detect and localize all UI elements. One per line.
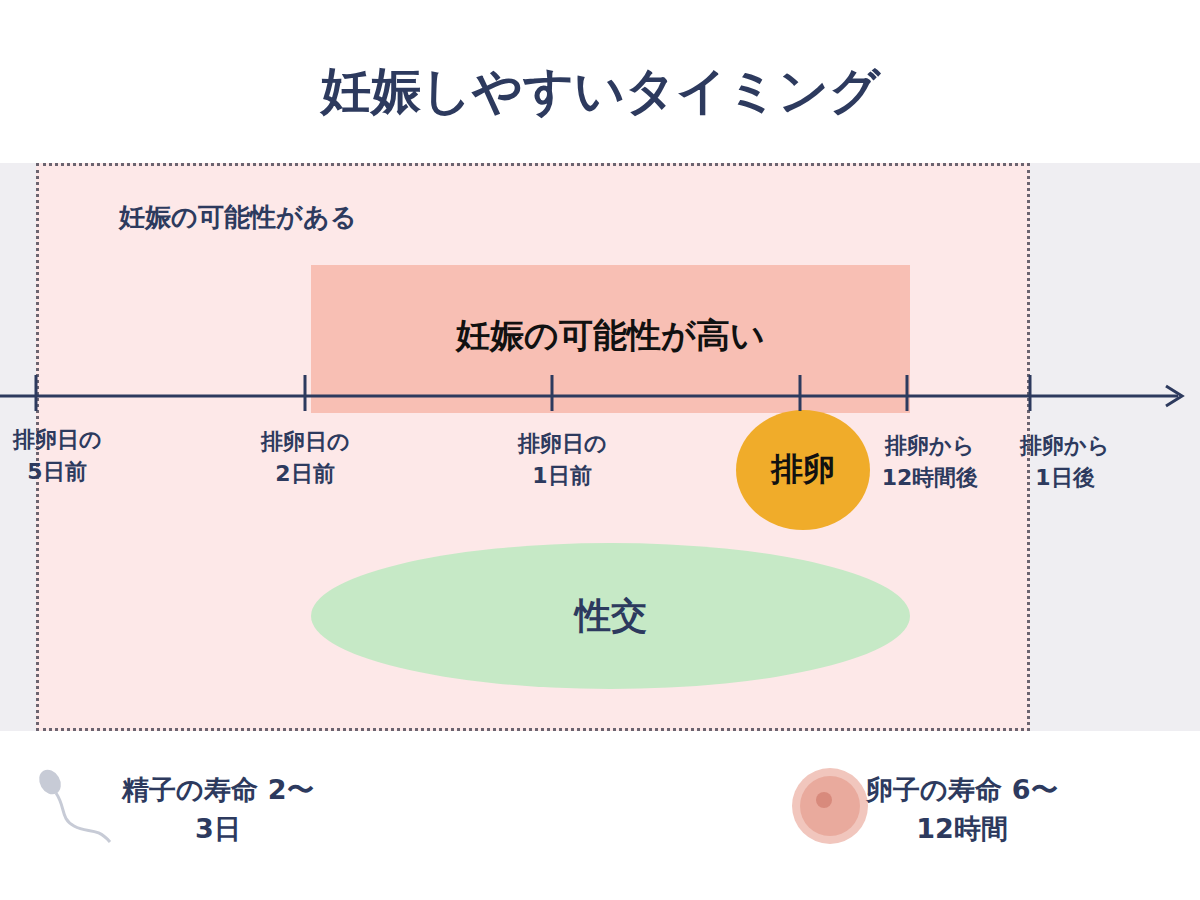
intercourse-ellipse: 性交 xyxy=(311,543,910,689)
lifespan-label: 卵子の寿命 6〜12時間 xyxy=(862,770,1062,848)
node-text: 排卵 xyxy=(771,448,835,492)
high-zone: 妊娠の可能性が高い xyxy=(311,265,910,413)
node-text: 妊娠の可能性が高い xyxy=(456,313,765,359)
lifespan-label: 精子の寿命 2〜3日 xyxy=(118,770,318,848)
diagram-title: 妊娠しやすいタイミング xyxy=(0,58,1200,125)
node-text: 性交 xyxy=(575,592,647,641)
tick-label: 排卵日の 2日前 xyxy=(245,426,365,490)
node-text: 妊娠の可能性がある xyxy=(119,200,357,235)
tick-label: 排卵から 12時間後 xyxy=(865,430,995,494)
tick-label: 排卵から 1日後 xyxy=(1005,430,1125,494)
tick-label: 排卵日の 5日前 xyxy=(0,424,117,488)
tick-label: 排卵日の 1日前 xyxy=(502,428,622,492)
ovulation-circle: 排卵 xyxy=(736,410,870,530)
